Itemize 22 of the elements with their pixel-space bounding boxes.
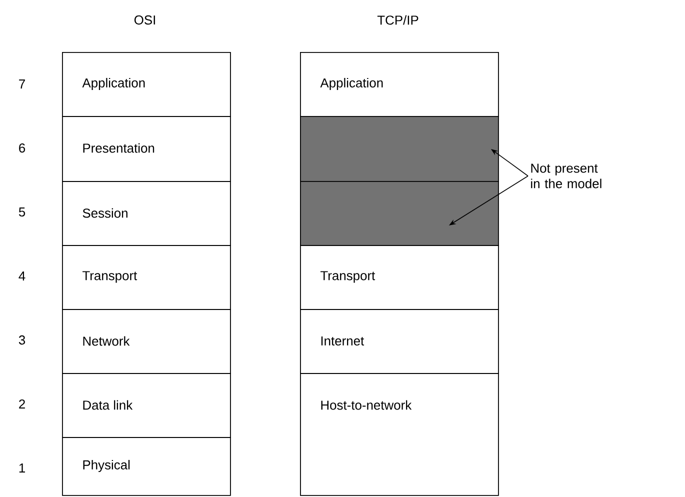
layer-box: Data link (62, 373, 231, 438)
layer-number: 1 (19, 464, 25, 472)
column-heading: OSI (134, 15, 155, 25)
layer-box: Physical (62, 437, 231, 496)
layer-box: Internet (300, 309, 499, 374)
layer-number: 7 (19, 80, 25, 88)
layer-number: 3 (18, 335, 26, 345)
layer-box: Application (62, 52, 231, 117)
note-text: Not present in the model (531, 164, 602, 188)
layer-box: Transport (62, 245, 231, 310)
shaded-box (300, 181, 499, 246)
layer-box: Network (62, 309, 231, 374)
layer-number: 4 (18, 272, 26, 280)
layer-box: Session (62, 181, 231, 246)
shaded-box (300, 116, 499, 182)
layer-box: Presentation (62, 116, 231, 182)
layer-number: 6 (19, 143, 26, 153)
layer-number: 5 (18, 207, 26, 216)
layer-number: 2 (19, 399, 25, 409)
layer-box: Transport (300, 245, 499, 310)
layer-box: Host-to-network (300, 373, 499, 496)
column-heading: TCP/IP (377, 15, 418, 25)
